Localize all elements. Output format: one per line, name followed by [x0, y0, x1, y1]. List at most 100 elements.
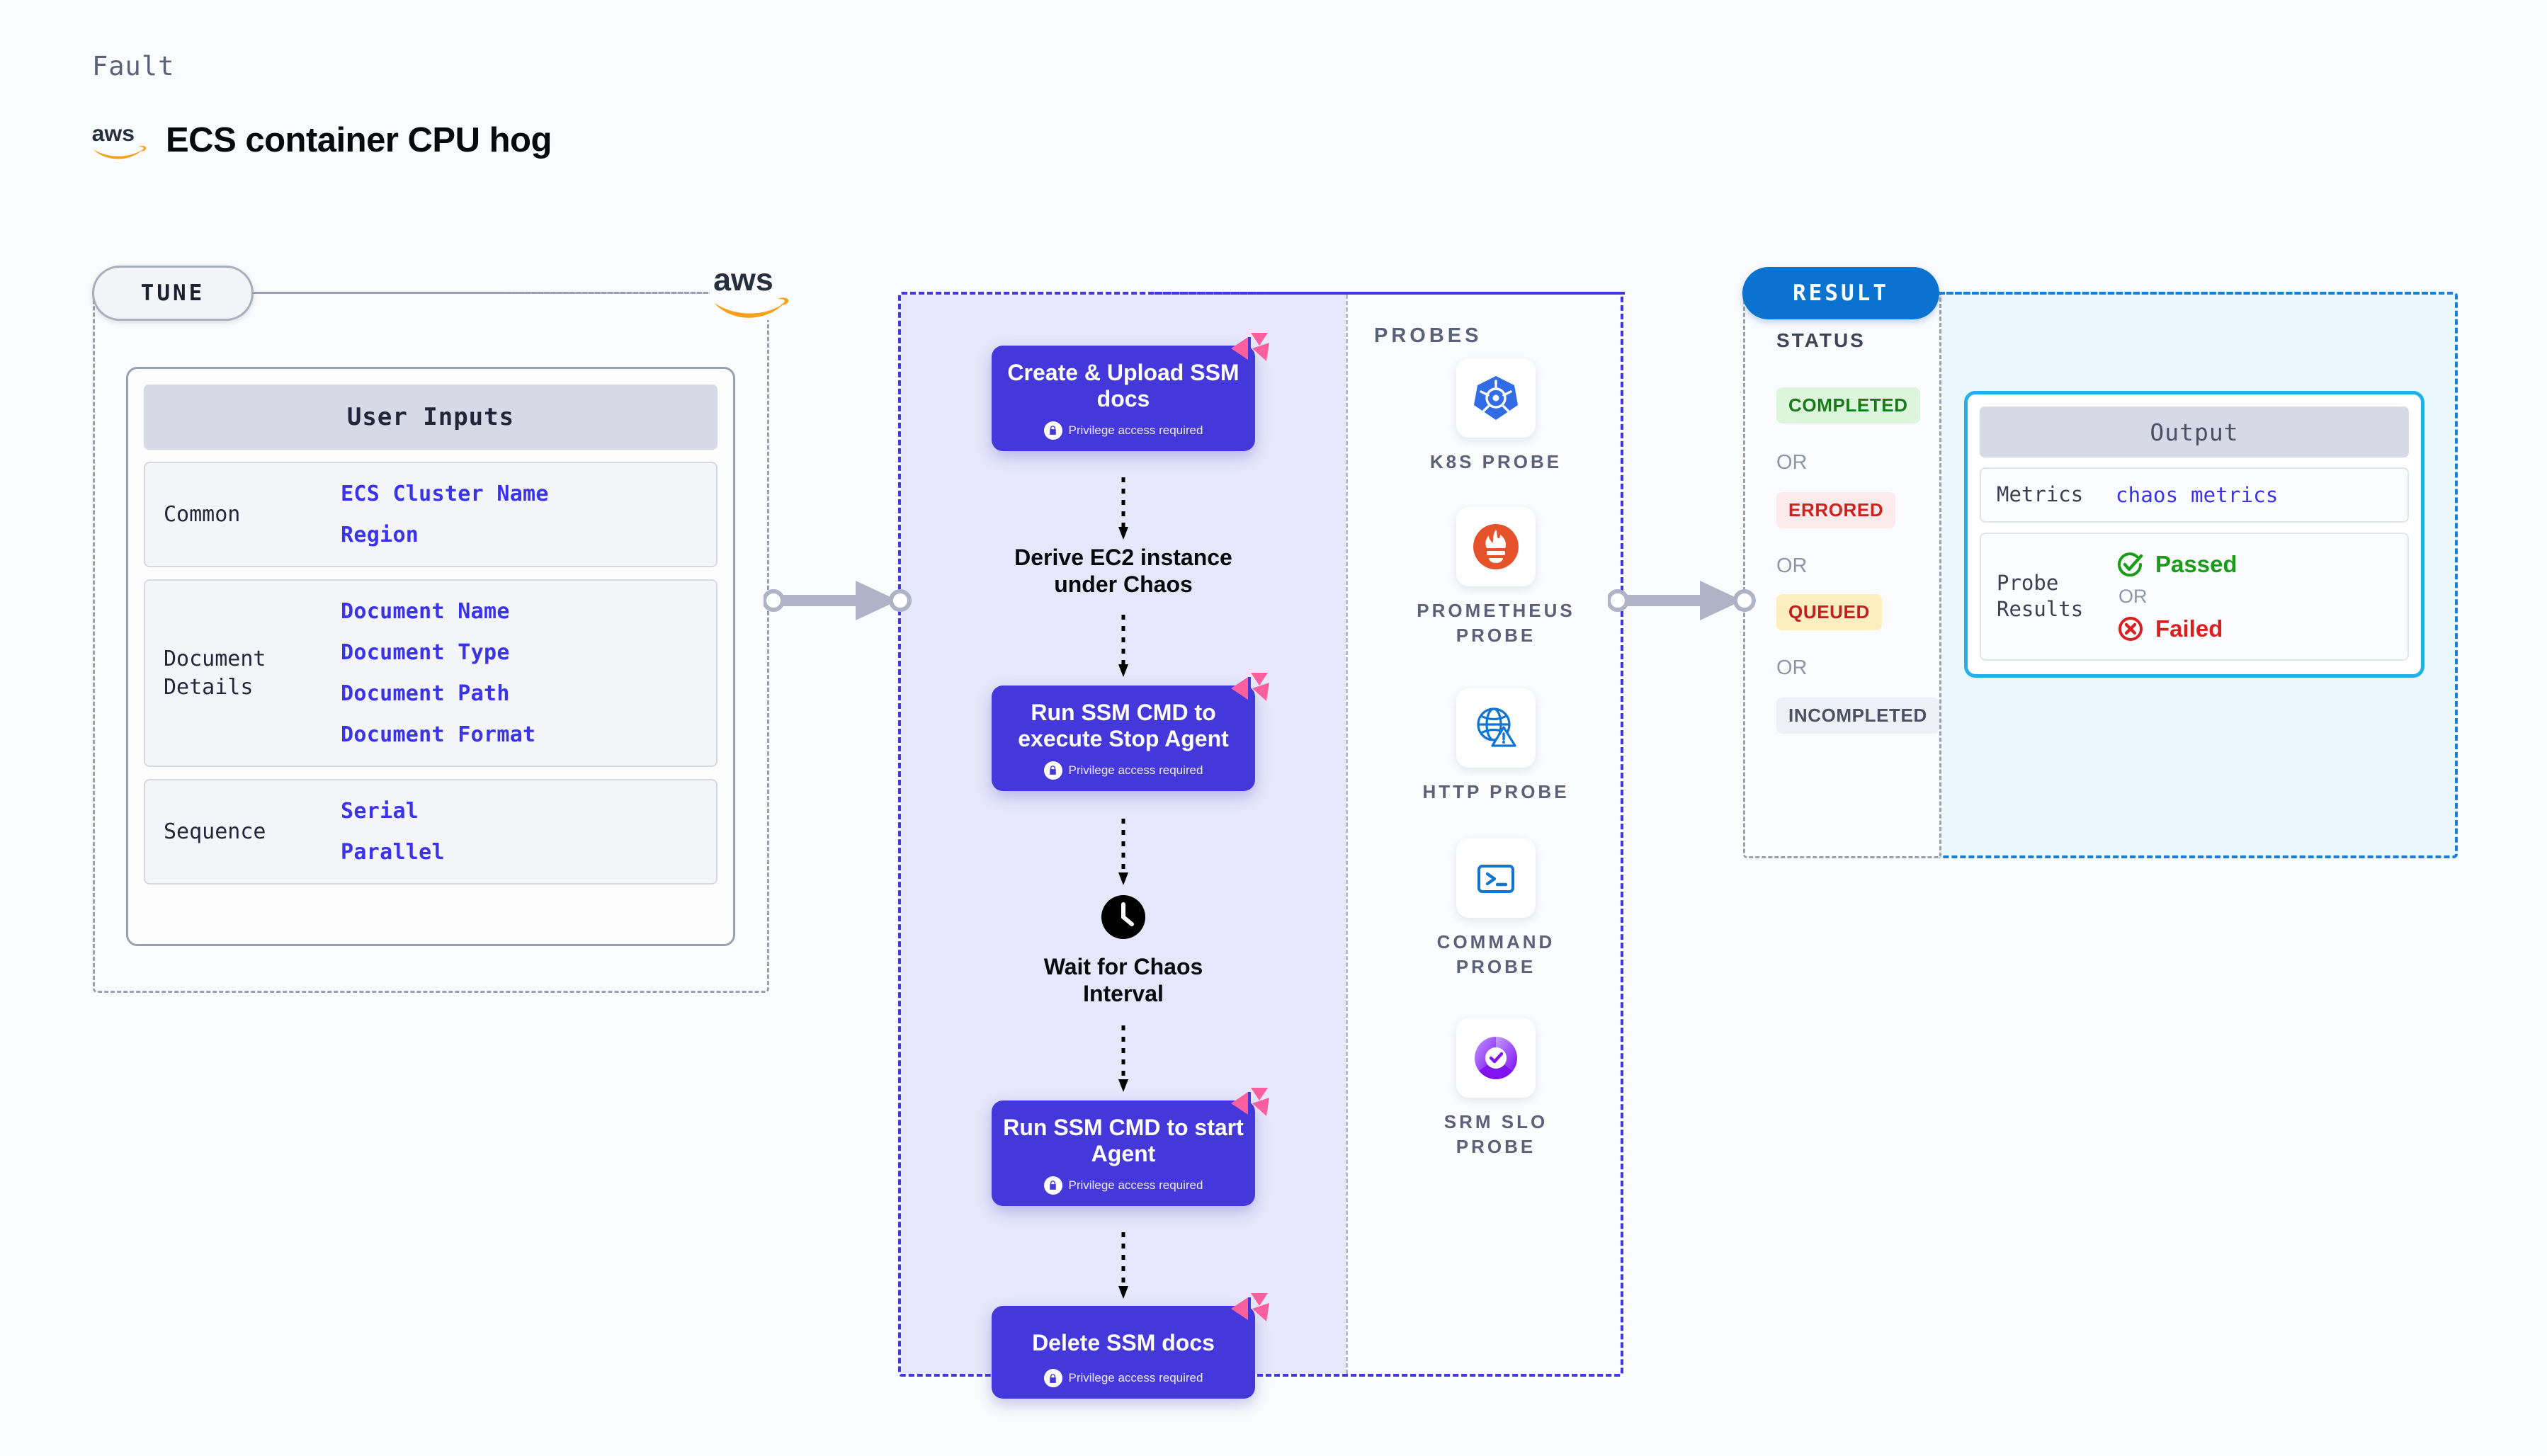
probe-item-k8s[interactable]: K8S PROBE [1411, 358, 1581, 474]
aws-logo-icon: aws [92, 120, 147, 159]
flow-node-create-upload-ssm-docs[interactable]: Create & Upload SSM docs Privilege acces… [992, 333, 1269, 451]
pink-ribbon-icon [1231, 1088, 1269, 1116]
status-badge-incompleted: INCOMPLETED [1776, 698, 1939, 734]
tune-value[interactable]: Document Path [341, 681, 510, 706]
flow-node-title: Delete SSM docs [1032, 1330, 1215, 1355]
probe-item-http[interactable]: HTTP PROBE [1411, 688, 1581, 804]
output-metrics-label: Metrics [1997, 482, 2084, 506]
probe-label: HTTP PROBE [1422, 781, 1570, 802]
tune-group-common: Common ECS Cluster Name Region [144, 462, 717, 567]
tune-value[interactable]: Region [341, 523, 419, 547]
pink-ribbon-icon [1231, 333, 1269, 361]
tune-value[interactable]: Parallel [341, 840, 445, 865]
tune-group-label: Sequence [164, 819, 266, 844]
check-circle-icon [2118, 552, 2143, 576]
tune-value[interactable]: Document Format [341, 722, 536, 747]
tune-dash-connector [254, 292, 721, 294]
status-badge-errored: ERRORED [1776, 492, 1896, 528]
status-or: OR [1776, 656, 1808, 679]
output-metrics-value[interactable]: chaos metrics [2116, 482, 2279, 507]
x-circle-icon [2118, 616, 2143, 641]
lock-icon [1043, 761, 1062, 780]
privilege-note-text: Privilege access required [1068, 1371, 1203, 1385]
execution-dash-connector [1155, 292, 1625, 295]
flow-arrow [1118, 1232, 1128, 1299]
page-title: ECS container CPU hog [166, 121, 552, 159]
tune-group-sequence: Sequence Serial Parallel [144, 779, 717, 885]
status-badge-completed: COMPLETED [1776, 387, 1920, 423]
output-title: Output [1980, 406, 2409, 457]
probe-result-failed: Failed [2116, 614, 2237, 644]
svg-text:aws: aws [713, 262, 773, 297]
privilege-note: Privilege access required [1002, 1369, 1245, 1388]
probe-result-passed-label: Passed [2155, 550, 2237, 577]
page-title-row: aws ECS container CPU hog [91, 119, 552, 161]
user-inputs-title: User Inputs [144, 385, 717, 450]
aws-logo-icon: aws [710, 259, 789, 320]
flow-arrow [1118, 615, 1128, 677]
flow-arrow [1118, 1025, 1128, 1092]
flow-node-delete-ssm-docs[interactable]: Delete SSM docs Privilege access require… [992, 1293, 1269, 1399]
srm-slo-icon [1456, 1018, 1536, 1098]
privilege-note: Privilege access required [1002, 421, 1245, 440]
result-dash-connector [1939, 292, 2428, 295]
probe-result-or: OR [2118, 585, 2148, 607]
probe-result-failed-label: Failed [2155, 615, 2223, 642]
pink-ribbon-icon [1231, 1293, 1269, 1321]
user-inputs-card: User Inputs Common ECS Cluster Name Regi… [126, 367, 735, 946]
flow-node-title: Run SSM CMD to start Agent [1003, 1115, 1244, 1167]
tune-value[interactable]: Document Type [341, 640, 510, 665]
flow-node-run-ssm-cmd-start-agent[interactable]: Run SSM CMD to start Agent Privilege acc… [992, 1088, 1269, 1206]
probe-label: K8S PROBE [1429, 451, 1562, 472]
tune-value[interactable]: Serial [341, 799, 419, 824]
flow-node-run-ssm-cmd-stop-agent[interactable]: Run SSM CMD to execute Stop Agent Privil… [992, 673, 1269, 791]
output-metrics-row: Metrics chaos metrics [1980, 467, 2409, 523]
prometheus-icon [1456, 507, 1536, 586]
privilege-note-text: Privilege access required [1068, 763, 1203, 777]
svg-text:aws: aws [92, 120, 135, 146]
tune-pill[interactable]: TUNE [92, 266, 254, 321]
execution-flow: Create & Upload SSM docs Privilege acces… [901, 295, 1346, 1399]
status-badge-queued: QUEUED [1776, 594, 1882, 630]
result-pill[interactable]: RESULT [1742, 267, 1939, 319]
fault-kicker: Fault [92, 51, 175, 81]
status-label: STATUS [1776, 329, 1866, 351]
http-globe-icon [1456, 688, 1536, 768]
privilege-note: Privilege access required [1002, 761, 1245, 780]
connector-execution-to-result [1608, 581, 1756, 620]
status-or: OR [1776, 451, 1808, 474]
privilege-note-text: Privilege access required [1068, 423, 1203, 437]
tune-value[interactable]: ECS Cluster Name [341, 482, 549, 506]
pink-ribbon-icon [1231, 673, 1269, 701]
probe-result-passed: Passed [2116, 550, 2237, 579]
lock-icon [1043, 1369, 1062, 1388]
connector-tune-to-execution [764, 581, 912, 620]
flow-node-title: Run SSM CMD to execute Stop Agent [1018, 700, 1229, 752]
probes-divider [1346, 295, 1348, 1374]
clock-icon [1101, 895, 1145, 939]
privilege-note: Privilege access required [1002, 1176, 1245, 1195]
flow-arrow [1118, 477, 1128, 540]
result-status-panel: STATUS COMPLETED OR ERRORED OR QUEUED OR… [1743, 292, 1941, 858]
tune-value[interactable]: Document Name [341, 599, 510, 624]
lock-icon [1043, 421, 1062, 440]
terminal-icon [1456, 838, 1536, 918]
lock-icon [1043, 1176, 1062, 1195]
flow-arrow [1118, 819, 1128, 885]
status-or: OR [1776, 554, 1808, 577]
tune-group-label: Common [164, 501, 241, 527]
privilege-note-text: Privilege access required [1068, 1178, 1203, 1192]
